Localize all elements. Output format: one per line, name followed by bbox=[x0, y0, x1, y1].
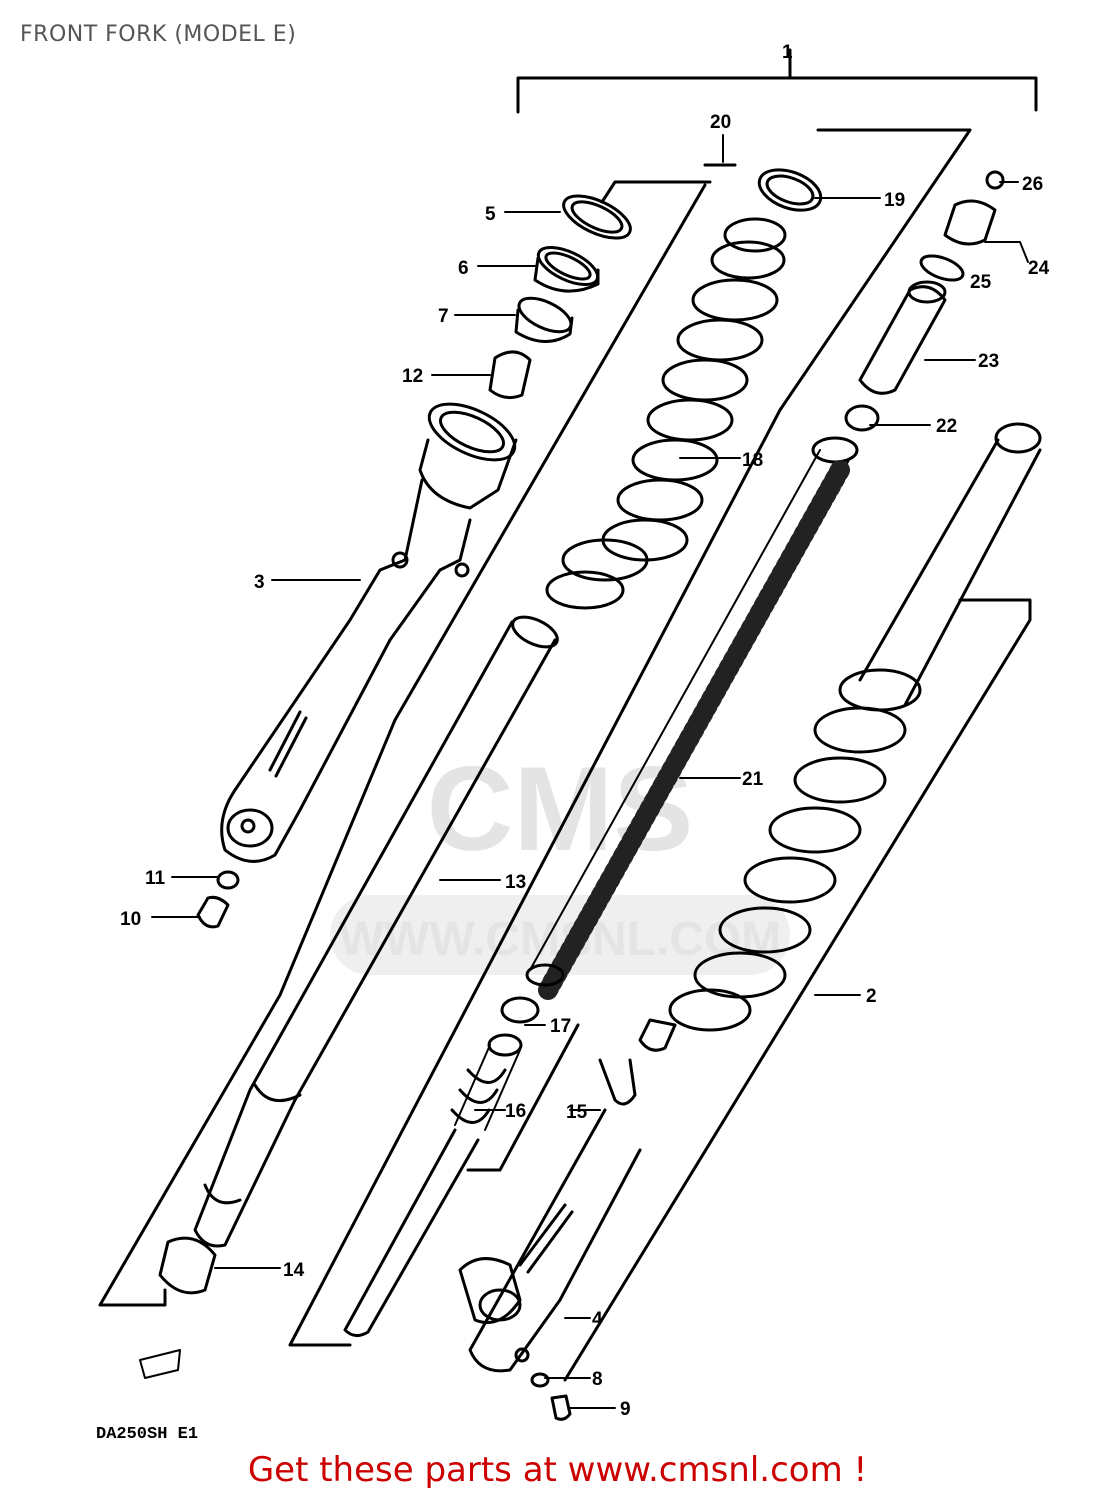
callout-8: 8 bbox=[592, 1369, 603, 1390]
callout-19: 19 bbox=[884, 190, 905, 211]
callout-24: 24 bbox=[1028, 258, 1050, 279]
direction-mark bbox=[139, 1349, 181, 1379]
callout-13: 13 bbox=[505, 872, 526, 893]
callout-numbers: 1 2 3 4 5 6 7 8 9 10 11 12 13 14 15 16 1… bbox=[96, 42, 1050, 1440]
callout-5: 5 bbox=[485, 204, 496, 225]
seal-19 bbox=[757, 168, 823, 212]
page-title: FRONT FORK (MODEL E) bbox=[20, 22, 297, 47]
right-outline bbox=[563, 128, 1032, 1382]
outer-tube-4 bbox=[458, 1018, 677, 1373]
callout-12: 12 bbox=[402, 366, 423, 387]
callout-20: 20 bbox=[710, 112, 731, 133]
leader-lines bbox=[151, 134, 1029, 1409]
bolt-10 bbox=[196, 895, 230, 929]
cap-bolt-24 bbox=[943, 199, 997, 246]
callout-4: 4 bbox=[592, 1309, 603, 1330]
callout-2: 2 bbox=[866, 986, 877, 1007]
inner-tube-2 bbox=[668, 422, 1042, 1032]
callout-26: 26 bbox=[1022, 174, 1043, 195]
spring-21 bbox=[525, 436, 859, 1000]
callout-10: 10 bbox=[120, 909, 141, 930]
callout-23: 23 bbox=[978, 351, 999, 372]
bolt-9 bbox=[550, 1394, 572, 1421]
callout-3: 3 bbox=[254, 572, 265, 593]
screw-26 bbox=[985, 170, 1005, 190]
footer-link[interactable]: Get these parts at www.cmsnl.com ! bbox=[247, 1450, 868, 1490]
left-outline bbox=[98, 180, 712, 1307]
rod-15 bbox=[343, 1128, 480, 1337]
callout-15: 15 bbox=[566, 1102, 588, 1123]
fork-exploded-diagram: CMS WWW.CMSNL.COM bbox=[96, 42, 1050, 1440]
inner-tube-13 bbox=[193, 615, 559, 1248]
ring-17 bbox=[500, 996, 540, 1024]
seal-ring-5 bbox=[562, 194, 632, 240]
bushing-7 bbox=[517, 296, 573, 334]
watermark: CMS WWW.CMSNL.COM bbox=[330, 742, 790, 975]
bushing-12 bbox=[488, 350, 532, 400]
oring-25 bbox=[919, 254, 965, 282]
washer-22 bbox=[844, 404, 880, 432]
washer-11 bbox=[216, 870, 240, 890]
washer-8 bbox=[530, 1372, 550, 1388]
callout-16: 16 bbox=[505, 1101, 526, 1122]
spacer-23 bbox=[858, 285, 947, 395]
assembly-bracket bbox=[516, 76, 1038, 114]
callout-18: 18 bbox=[742, 450, 763, 471]
callout-6: 6 bbox=[458, 258, 469, 279]
model-code: DA250SH E1 bbox=[96, 1425, 198, 1440]
callout-9: 9 bbox=[620, 1399, 631, 1420]
callout-25: 25 bbox=[970, 272, 992, 293]
bushing-14 bbox=[158, 1236, 217, 1295]
outer-tube-3 bbox=[220, 402, 518, 863]
callout-7: 7 bbox=[438, 306, 449, 327]
callout-17: 17 bbox=[550, 1016, 571, 1037]
callout-14: 14 bbox=[283, 1260, 305, 1281]
damper-16 bbox=[450, 1033, 523, 1131]
callout-1: 1 bbox=[782, 42, 793, 63]
center-outline bbox=[288, 408, 782, 1347]
callout-22: 22 bbox=[936, 416, 957, 437]
callout-11: 11 bbox=[145, 868, 166, 889]
bellows-18 bbox=[545, 217, 787, 610]
callout-21: 21 bbox=[742, 769, 764, 790]
